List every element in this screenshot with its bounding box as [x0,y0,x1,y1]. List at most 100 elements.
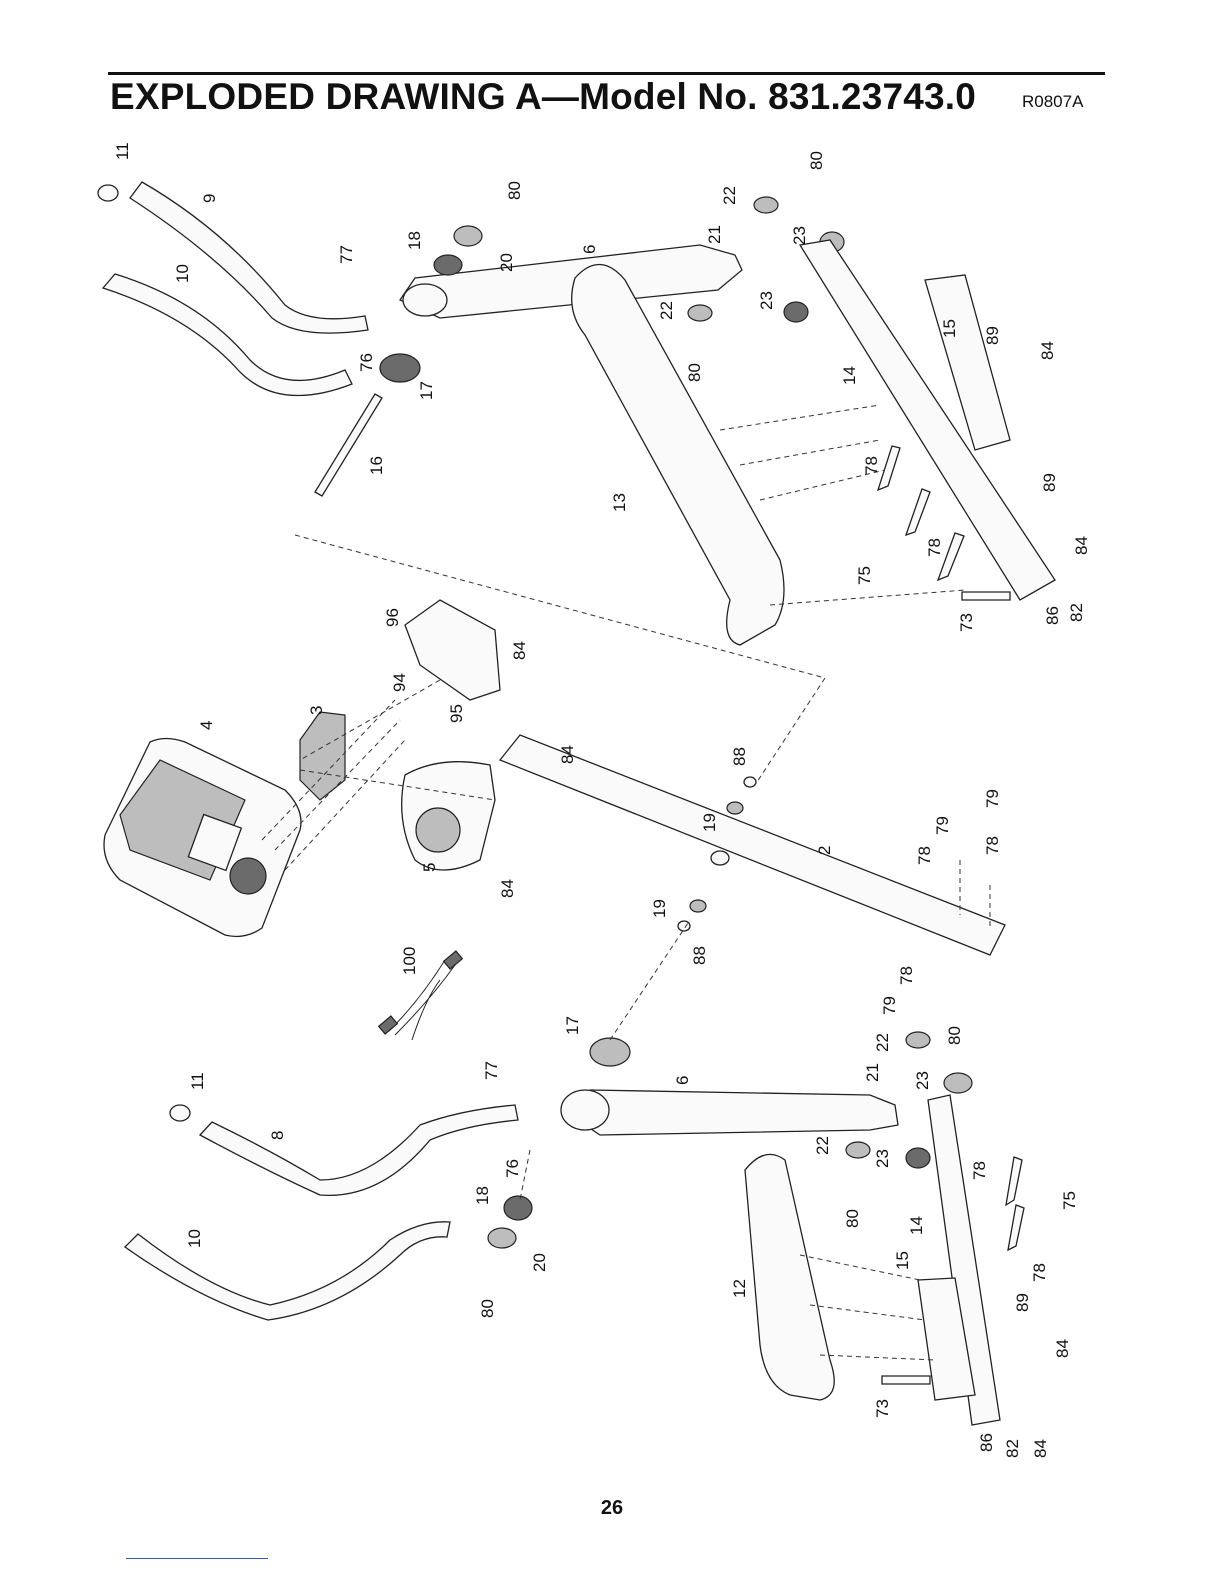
part-73-bolt [962,592,1010,600]
assembly-line [720,405,885,500]
callout-75: 75 [855,566,874,585]
callout-11: 11 [188,1072,207,1090]
callout-22: 22 [720,186,739,205]
callout-16: 16 [367,456,386,475]
callout-80: 80 [945,1026,964,1045]
callout-22: 22 [813,1136,832,1155]
callout-94: 94 [390,673,409,692]
callout-86: 86 [977,1433,996,1452]
callout-21: 21 [863,1063,882,1082]
callout-9: 9 [200,194,219,203]
part-23-wheel-c [944,1073,972,1093]
callout-14: 14 [840,366,859,385]
page-number: 26 [0,1497,1224,1520]
assembly-line [770,590,965,605]
callout-13: 13 [610,493,629,512]
callout-89: 89 [983,326,1002,345]
callout-18: 18 [473,1186,492,1205]
callout-78: 78 [1030,1263,1049,1282]
part-10-handlebar-b [125,1222,450,1320]
callout-89: 89 [1013,1293,1032,1312]
callout-22: 22 [657,301,676,320]
part-22-wheel-c [906,1032,930,1048]
callout-21: 21 [705,225,724,244]
callout-77: 77 [337,245,356,264]
callout-10: 10 [185,1229,204,1248]
callout-73: 73 [957,613,976,632]
callout-23: 23 [790,226,809,245]
part-8-handlebar [200,1105,518,1195]
callout-20: 20 [497,253,516,272]
callout-22: 22 [873,1033,892,1052]
part-75-pin-b [906,489,930,535]
callout-88: 88 [690,946,709,965]
callout-95: 95 [447,704,466,723]
part-88-spacer-b [678,921,690,931]
callout-88: 88 [730,747,749,766]
callout-76: 76 [357,353,376,372]
callout-11: 11 [113,142,132,160]
part-23-wheel-b [784,302,808,322]
part-100-connector [379,1016,398,1034]
callout-78: 78 [862,456,881,475]
callout-77: 77 [482,1061,501,1080]
callout-82: 82 [1003,1439,1022,1458]
callout-96: 96 [383,608,402,627]
part-22-wheel-d [846,1142,870,1158]
callout-73: 73 [873,1399,892,1418]
callout-23: 23 [913,1071,932,1090]
callout-23: 23 [873,1149,892,1168]
console-button [230,858,266,894]
callout-23: 23 [757,291,776,310]
callout-79: 79 [933,816,952,835]
part-11-endcap-b [170,1105,190,1121]
part-13-pedal [572,264,784,645]
callout-79: 79 [983,789,1002,808]
frame-bushing [711,851,729,865]
part-96-shroud [405,600,500,700]
callout-84: 84 [1038,341,1057,360]
part-22-wheel-b [688,305,712,321]
part-11-endcap [98,185,118,201]
callout-78: 78 [970,1161,989,1180]
footer-link-underline [126,1558,268,1559]
part-18-washer-b [504,1196,532,1220]
callout-78: 78 [983,836,1002,855]
callout-84: 84 [498,879,517,898]
callout-17: 17 [417,381,436,400]
callout-84: 84 [510,641,529,660]
callout-80: 80 [478,1299,497,1318]
callout-5: 5 [420,863,439,872]
callout-84: 84 [1053,1339,1072,1358]
part-100-connector-b [444,951,463,969]
part-20-washer [454,226,482,246]
part-18-washer [434,255,462,275]
callout-89: 89 [1040,473,1059,492]
callout-78: 78 [915,846,934,865]
callout-100: 100 [400,947,419,975]
callout-12: 12 [730,1279,749,1298]
callout-3: 3 [307,706,326,715]
callout-80: 80 [505,181,524,200]
callout-80: 80 [843,1209,862,1228]
callout-10: 10 [173,264,192,283]
callout-79: 79 [880,996,899,1015]
part-6-hub-b [561,1090,609,1130]
part-75-pin-d [1006,1157,1022,1205]
callout-84: 84 [558,745,577,764]
callout-14: 14 [907,1216,926,1235]
assembly-line [610,920,690,1040]
callout-6: 6 [580,245,599,254]
part-17-bushing-b [590,1038,630,1066]
callout-84: 84 [1072,536,1091,555]
part-5-cover-hub [416,808,460,852]
callout-84: 84 [1031,1439,1050,1458]
callout-82: 82 [1067,603,1086,622]
callout-4: 4 [197,721,216,730]
callout-15: 15 [940,319,959,338]
callout-8: 8 [268,1131,287,1140]
callout-76: 76 [503,1159,522,1178]
callout-80: 80 [807,151,826,170]
part-19-bushing-b [690,900,706,912]
